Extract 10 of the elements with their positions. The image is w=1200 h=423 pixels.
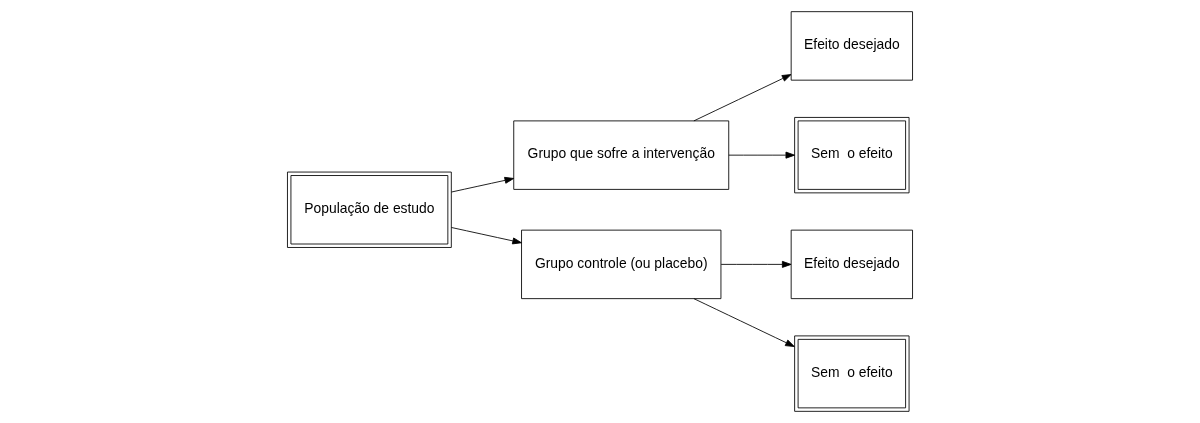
arrow	[451, 227, 522, 245]
node-box: Grupo controle (ou placebo)	[521, 229, 722, 300]
node-box: Grupo que sofre a intervenção	[513, 120, 730, 190]
arrow	[693, 74, 792, 122]
node-box: Efeito desejado	[790, 229, 913, 300]
arrow	[451, 176, 515, 193]
node-box: Efeito desejado	[790, 11, 913, 81]
arrow	[728, 151, 796, 159]
arrow	[720, 260, 792, 268]
arrow	[693, 298, 795, 347]
